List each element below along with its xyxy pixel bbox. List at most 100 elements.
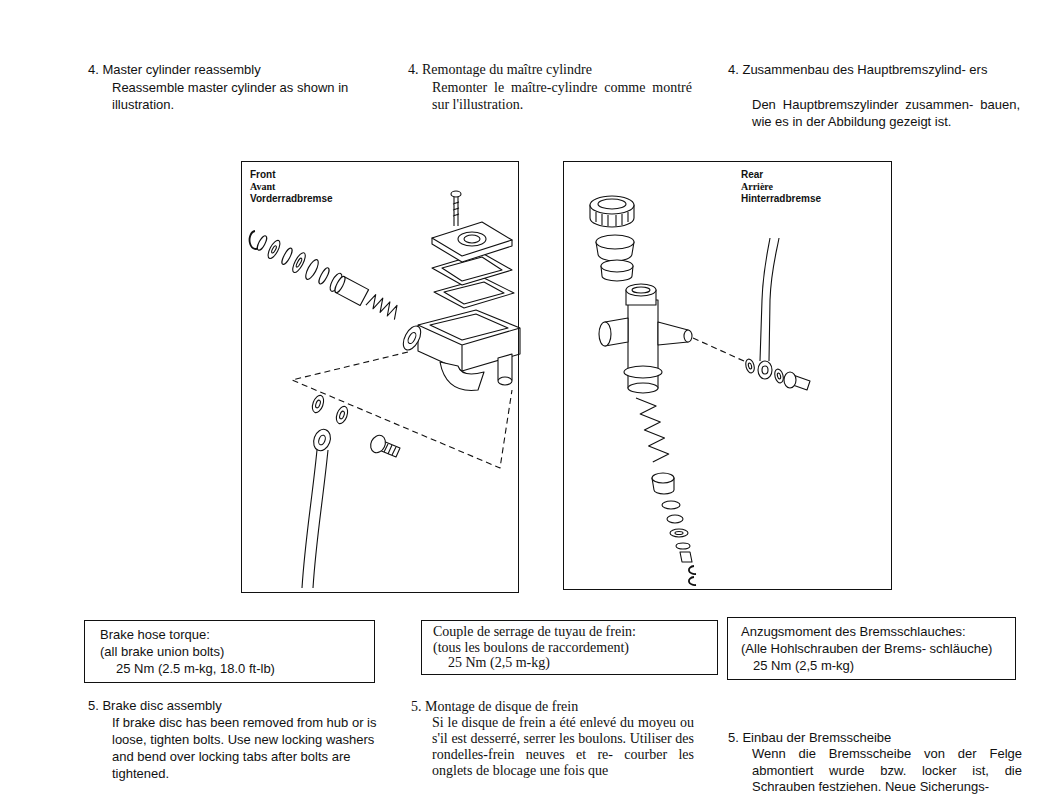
cap-ridges — [596, 212, 628, 226]
banjo-eye — [758, 361, 772, 379]
banjo-hole — [762, 366, 768, 374]
section-heading: 5. Einbau der Bremsscheibe — [728, 729, 1018, 746]
seal-ring — [266, 239, 282, 260]
outlet-port — [498, 377, 512, 385]
seal-ring — [662, 501, 680, 509]
union-bolt-head — [784, 372, 796, 388]
reservoir-cover — [432, 222, 512, 256]
section-heading: 5. Montage de disque de frein — [411, 698, 711, 715]
banjo-hole — [317, 434, 326, 445]
front-master-cylinder — [250, 191, 520, 588]
torque-spec: 25 Nm (2.5 m-kg, 18.0 ft-lb) — [100, 660, 364, 677]
body-text: Wenn die Bremsscheibe von der Felge abmo… — [752, 746, 1022, 796]
seal-ring — [303, 258, 320, 281]
washer — [310, 394, 326, 414]
washer-hole — [315, 400, 321, 409]
seal-ring-hole — [271, 245, 277, 253]
plate-opening — [442, 257, 502, 281]
neck-hole — [632, 287, 650, 293]
diaphragm — [596, 235, 634, 249]
brake-hose — [302, 450, 328, 588]
push-rod-end — [680, 552, 692, 562]
spring — [366, 295, 397, 320]
piston-end — [333, 275, 347, 294]
illustration-frame: RearArrièreHinterradbremse — [563, 161, 892, 590]
body-bottom — [628, 383, 658, 393]
seal-ring-hole — [675, 532, 683, 535]
seal-ring — [256, 235, 269, 252]
outlet-nozzle — [498, 354, 512, 380]
cylinder-bore — [400, 323, 425, 353]
torque-box: Couple de serrage de tuyau de frein:(tou… — [421, 620, 718, 675]
brake-hose — [760, 238, 779, 361]
bolt-thread — [384, 444, 396, 455]
inlet-face — [599, 322, 611, 346]
seal-ring-hole — [295, 257, 302, 267]
rear-master-cylinder — [590, 196, 810, 585]
reservoir-opening — [430, 314, 508, 340]
torque-box: Anzugsmoment des Bremsschlauches:(Alle H… — [727, 617, 1016, 680]
screw-head — [451, 191, 461, 197]
neck-top — [626, 284, 656, 296]
frame-label: Arrière — [741, 181, 883, 193]
cap-top — [598, 199, 626, 209]
body-text: Reassemble master cylinder as shown in i… — [112, 79, 374, 113]
seal-ring — [290, 251, 307, 274]
body-text: Den Hauptbremszylinder zusammen- bauen, … — [752, 96, 1020, 130]
gasket-opening — [444, 282, 504, 304]
washer — [773, 368, 784, 384]
torque-spec: Anzugsmoment des Bremsschlauches: — [741, 623, 1005, 640]
reservoir-cap — [590, 196, 634, 214]
seal-ring — [317, 267, 331, 286]
frame-label: Hinterradbremse — [741, 193, 883, 205]
washer-hole — [748, 363, 752, 370]
torque-box: Brake hose torque:(all brake union bolts… — [84, 620, 375, 683]
torque-spec: 25 Nm (2,5 m-kg) — [433, 655, 709, 671]
seal-ring — [667, 515, 683, 523]
dashed-guide — [292, 352, 512, 468]
seal-ring — [280, 247, 294, 266]
frame-label: Front — [250, 169, 510, 181]
section-heading: 4. Master cylinder reassembly — [88, 61, 378, 78]
seal-ring — [670, 529, 688, 537]
outlet-face — [684, 330, 692, 342]
banjo-eye — [311, 427, 334, 453]
washer-hole — [777, 373, 781, 380]
piston-cup — [652, 473, 674, 483]
cover-pattern — [464, 235, 480, 243]
frame-label: Rear — [741, 169, 883, 181]
cover-screw — [453, 196, 459, 226]
dashed-guide — [693, 338, 746, 362]
body-text: Si le disque de frein a été enlevé du mo… — [432, 715, 694, 779]
torque-spec: Brake hose torque: — [100, 626, 364, 643]
cup-ring — [601, 260, 633, 272]
torque-spec: (all brake union bolts) — [100, 643, 364, 660]
body-text: Remonter le maître-cylindre comme montré… — [432, 79, 692, 113]
frame-label: Vorderradbremse — [250, 193, 510, 205]
torque-spec: (Alle Hohlschrauben der Brems- schläuche… — [741, 640, 1005, 657]
illustration-frame: FrontAvantVorderradbremse — [241, 161, 519, 593]
torque-spec: (tous les boulons de raccordement) — [433, 640, 709, 656]
section-heading: 4. Zusammenbau des Hauptbremszylind- ers — [728, 61, 1018, 78]
gasket — [434, 278, 514, 308]
section-heading: 4. Remontage du maître cylindre — [408, 61, 708, 78]
body-flange — [624, 366, 662, 378]
frame-label: Avant — [250, 181, 510, 193]
circlip — [689, 577, 696, 585]
torque-spec: Couple de serrage de tuyau de frein: — [433, 624, 709, 640]
washer — [334, 405, 350, 425]
body-text: If brake disc has been removed from hub … — [112, 714, 377, 782]
outlet-nozzle — [658, 322, 688, 345]
washer-hole — [339, 411, 345, 420]
bore-hole — [407, 331, 418, 344]
spring — [636, 398, 669, 462]
union-bolt-head — [368, 433, 388, 455]
seal-ring — [676, 543, 690, 549]
cover-pattern — [458, 232, 486, 246]
section-heading: 5. Brake disc assembly — [88, 697, 378, 714]
circlip — [689, 566, 696, 574]
torque-spec: 25 Nm (2,5 m-kg) — [741, 657, 1005, 674]
washer — [744, 358, 755, 374]
mount-clamp — [440, 362, 484, 390]
